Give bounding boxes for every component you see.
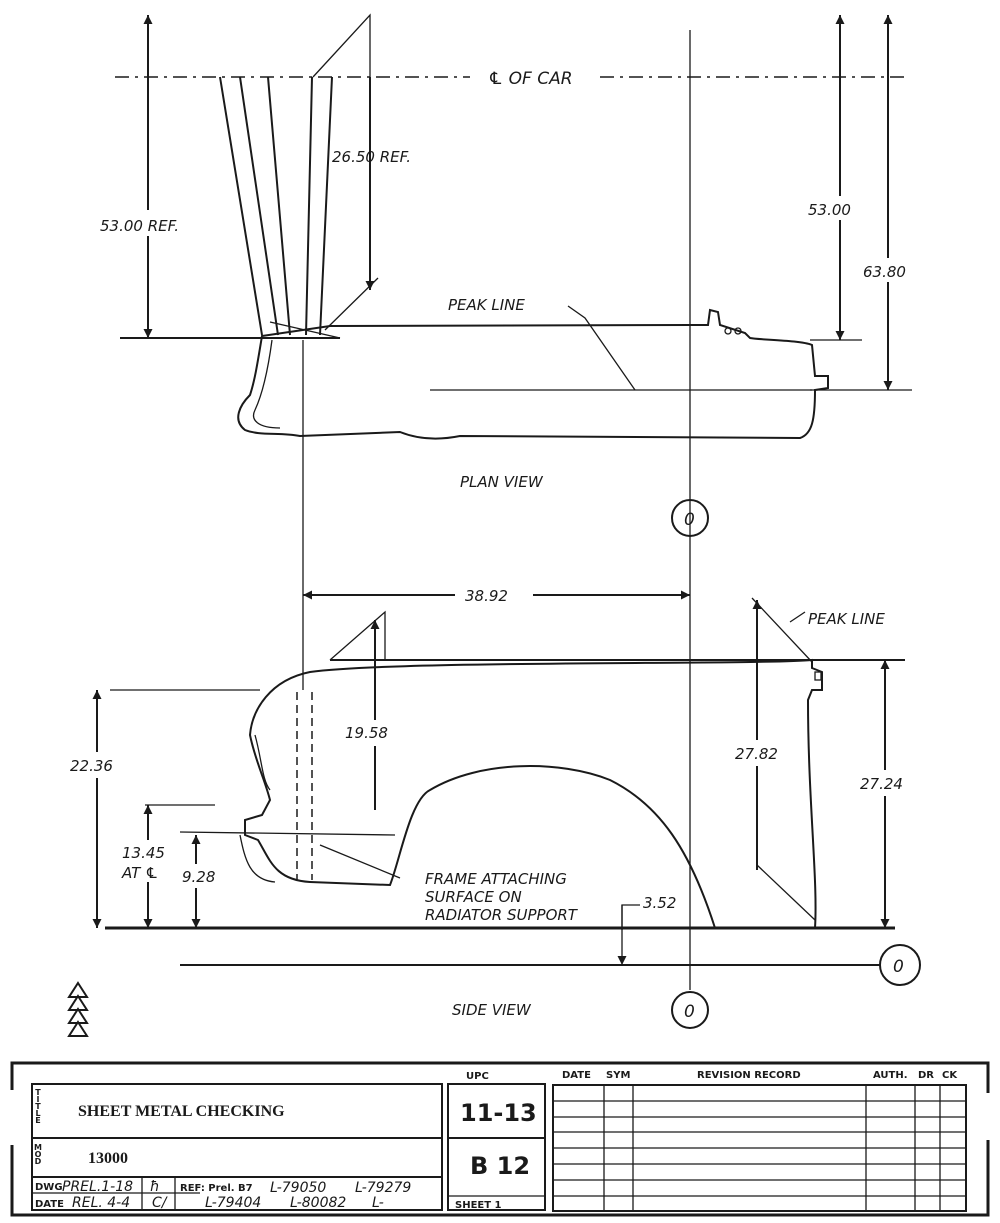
plan-dim-right-inner: 53.00: [808, 201, 851, 219]
side-dim-at-cl: 13.45: [122, 844, 165, 862]
revision-record-grid: [552, 1084, 967, 1212]
model-number: 13000: [88, 1150, 128, 1167]
upc-top: 11-13: [460, 1099, 537, 1127]
rev-header-date: DATE: [562, 1070, 591, 1081]
plan-dim-center: 26.50 REF.: [332, 148, 411, 166]
side-datum-right: 0: [893, 957, 904, 977]
date-initials: C/: [152, 1195, 168, 1211]
side-dim-rear-inner: 27.82: [735, 745, 778, 763]
rev-header-dr: DR: [918, 1070, 934, 1081]
ref-1: L-79050: [270, 1180, 326, 1196]
ref-2: L-79279: [355, 1180, 411, 1196]
car-centerline: ℄ OF CAR: [115, 69, 905, 89]
side-dim-offset: 3.52: [643, 894, 676, 912]
rev-header-sym: SYM: [606, 1070, 630, 1081]
mod-side-label: MOD: [33, 1143, 42, 1164]
ref-label: REF: Prel. B7: [180, 1183, 253, 1194]
sheet-label: SHEET 1: [455, 1200, 502, 1211]
title-block: UPC TITLE SHEET METAL CHECKING MOD 13000…: [10, 1061, 990, 1217]
ref-5: L-: [372, 1195, 384, 1211]
frame-note-line-3: RADIATOR SUPPORT: [425, 906, 579, 924]
plan-view: 53.00 REF. 26.50 REF. 53.00 63.80 PEAK L…: [95, 13, 920, 537]
dwg-initials: ħ: [150, 1179, 160, 1195]
plan-dim-right-outer: 63.80: [863, 263, 906, 281]
revision-triangles: [67, 981, 89, 1037]
plan-view-title: PLAN VIEW: [460, 473, 544, 491]
plan-peak-line-label: PEAK LINE: [448, 296, 525, 314]
centerline-label: ℄ OF CAR: [488, 69, 573, 89]
drawing-title: SHEET METAL CHECKING: [78, 1103, 285, 1120]
dwg-value: PREL.1-18: [62, 1179, 133, 1195]
side-datum-bottom: 0: [684, 1002, 695, 1022]
datum-circle: [671, 499, 709, 537]
title-side-label: TITLE: [34, 1088, 43, 1123]
upc-label: UPC: [466, 1071, 489, 1082]
side-dim-rear-outer: 27.24: [860, 775, 903, 793]
side-peak-line-label: PEAK LINE: [808, 610, 885, 628]
ref-3: L-79404: [205, 1195, 261, 1211]
side-view: PEAK LINE 22.36 19.58 13.45 AT ℄ 9.28 27…: [65, 597, 921, 1029]
plan-dim-left: 53.00 REF.: [100, 217, 179, 235]
date-value: REL. 4-4: [72, 1195, 130, 1211]
side-dim-overall: 22.36: [70, 757, 113, 775]
rev-header-auth: AUTH.: [873, 1070, 908, 1081]
ref-4: L-80082: [290, 1195, 346, 1211]
side-dim-at-cl-suffix: AT ℄: [121, 864, 159, 882]
upc-bottom: B 12: [470, 1152, 530, 1180]
plan-datum-label: 0: [684, 510, 695, 530]
frame-note-line-2: SURFACE ON: [425, 888, 522, 906]
date-label: DATE: [35, 1199, 64, 1210]
side-dim-top: 19.58: [345, 724, 388, 742]
rev-header-ck: CK: [942, 1070, 958, 1081]
dwg-label: DWG: [35, 1182, 63, 1193]
frame-note-line-1: FRAME ATTACHING: [425, 870, 567, 888]
side-dim-frame: 9.28: [182, 868, 215, 886]
horizontal-dim: 38.92: [465, 587, 508, 605]
rev-header-record: REVISION RECORD: [697, 1070, 801, 1081]
side-view-title: SIDE VIEW: [452, 1001, 532, 1019]
